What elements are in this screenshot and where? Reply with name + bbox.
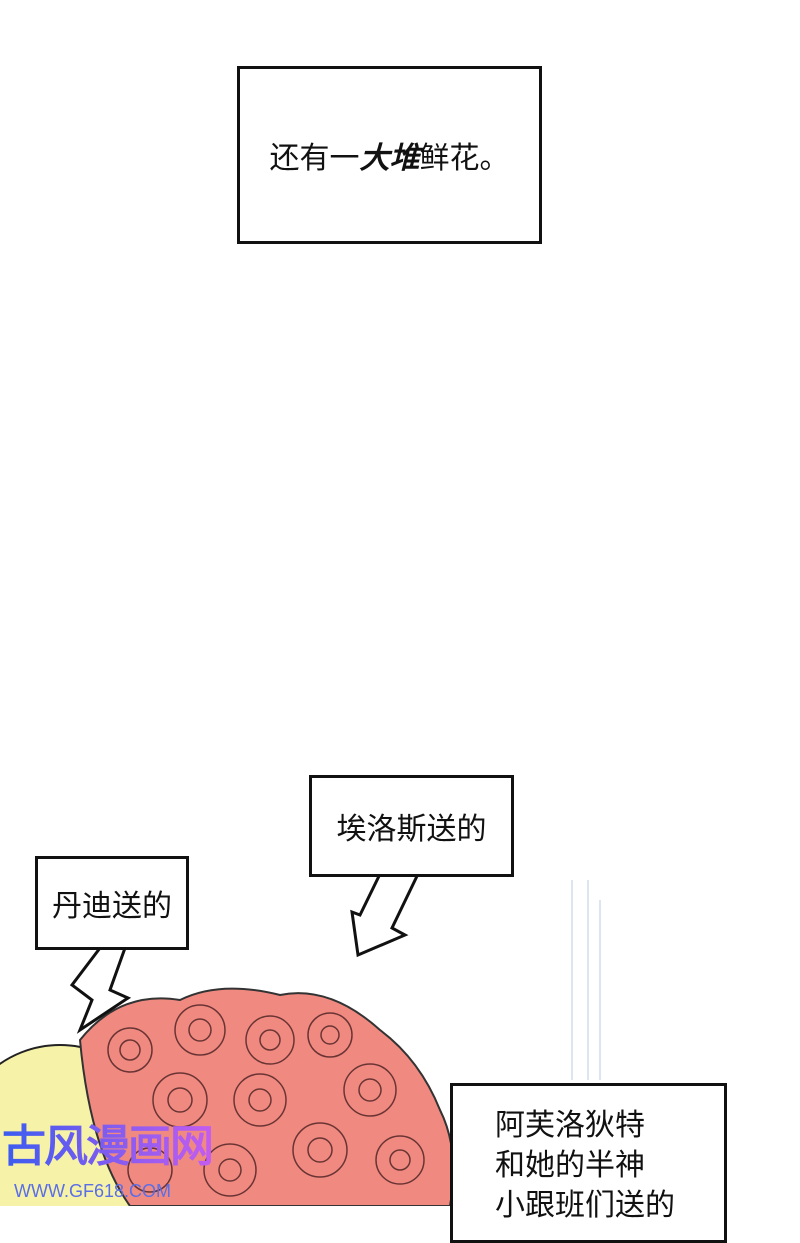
flower-illustration [0,872,601,1206]
caption-text-bold: 大堆 [359,141,420,176]
bubble-line: 小跟班们送的 [495,1188,675,1223]
speech-bubble-eros: 埃洛斯送的 [309,775,514,877]
bubble-text: 丹迪送的 [52,889,172,924]
bubble-line: 和她的半神 [495,1148,645,1183]
arrow-eros [350,872,421,958]
arrow-dandi [69,946,132,1034]
caption-text-post: 鲜花。 [419,141,510,176]
bubble-line: 阿芙洛狄特 [495,1108,645,1143]
rose-bouquet [78,987,455,1206]
light-streaks [571,880,601,1080]
narration-caption: 还有一大堆鲜花。 [237,66,542,244]
bubble-text: 埃洛斯送的 [336,812,487,847]
watermark-url: WWW.GF618.COM [14,1181,171,1201]
rose-outlines [107,1004,425,1197]
speech-bubble-dandi: 丹迪送的 [35,856,189,950]
speech-bubble-aphrodite: 阿芙洛狄特 和她的半神 小跟班们送的 [450,1083,727,1243]
watermark-title: 古风漫画网 [2,1121,214,1172]
caption-text-pre: 还有一 [269,141,360,176]
